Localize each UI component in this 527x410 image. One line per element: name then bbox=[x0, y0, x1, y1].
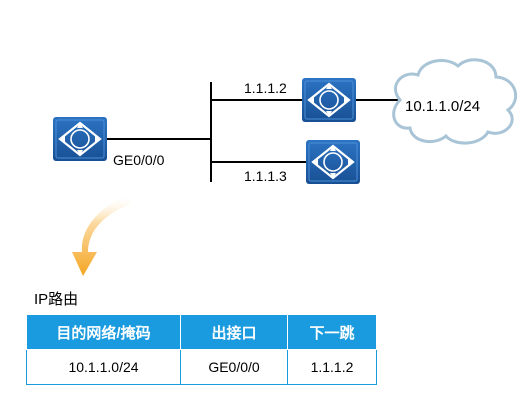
cell-destination: 10.1.1.0/24 bbox=[26, 349, 181, 385]
header-destination: 目的网络/掩码 bbox=[26, 314, 181, 350]
ip-label-top: 1.1.1.2 bbox=[244, 80, 287, 96]
network-label: 10.1.1.0/24 bbox=[405, 98, 481, 115]
routing-table-header-row: 目的网络/掩码 出接口 下一跳 bbox=[26, 314, 377, 350]
cell-next-hop: 1.1.1.2 bbox=[287, 349, 377, 385]
port-label-left: GE0/0/0 bbox=[113, 152, 165, 168]
cell-out-interface: GE0/0/0 bbox=[180, 349, 288, 385]
routing-table: 目的网络/掩码 出接口 下一跳 10.1.1.0/24 GE0/0/0 1.1.… bbox=[26, 314, 377, 385]
routing-table-title: IP路由 bbox=[34, 291, 79, 308]
cloud-shape bbox=[392, 58, 518, 145]
table-row: 10.1.1.0/24 GE0/0/0 1.1.1.2 bbox=[26, 349, 377, 385]
router-bottom-icon bbox=[304, 138, 362, 186]
ip-label-bottom: 1.1.1.3 bbox=[244, 168, 287, 184]
header-next-hop: 下一跳 bbox=[287, 314, 377, 350]
header-out-interface: 出接口 bbox=[180, 314, 288, 350]
router-top-icon bbox=[300, 76, 358, 124]
curved-arrow-icon bbox=[72, 194, 130, 276]
router-left-icon bbox=[51, 115, 109, 163]
